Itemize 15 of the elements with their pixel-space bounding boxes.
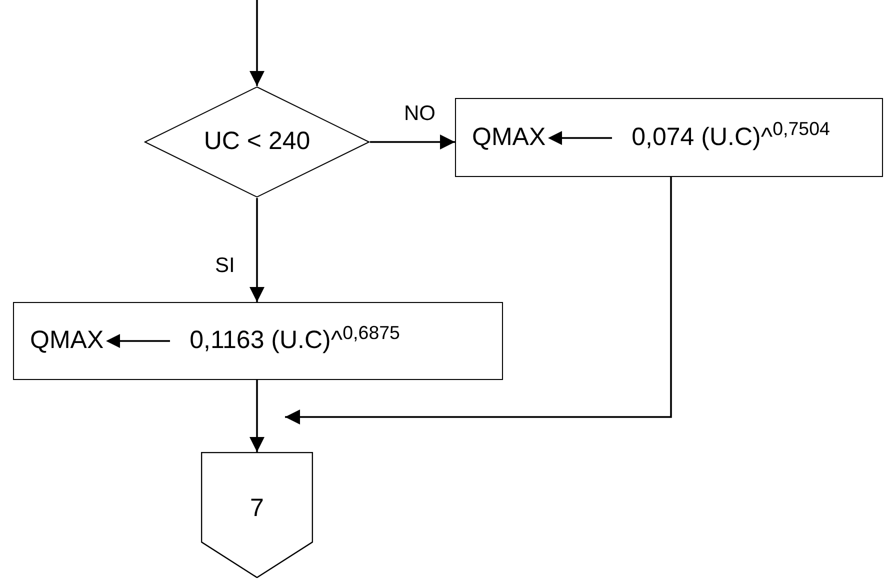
arrow [250,198,264,302]
process-box [455,98,883,177]
arrow [370,134,455,150]
process-box [13,302,503,380]
arrow [250,380,264,452]
connector-number: 7 [250,493,264,524]
variable-name: QMAX [30,325,104,356]
formula-text: 0,1163 (U.C)^$^{0,6875}$ [190,322,400,356]
formula-text: 0,074 (U.C)^$^{0,7504}$ [632,118,830,153]
decision-diamond [144,86,370,198]
variable-name: QMAX [472,122,546,153]
condition-text: UC < 240 [204,126,310,158]
arrow [285,177,672,424]
arrow [250,0,264,86]
off-page-connector [201,452,313,578]
